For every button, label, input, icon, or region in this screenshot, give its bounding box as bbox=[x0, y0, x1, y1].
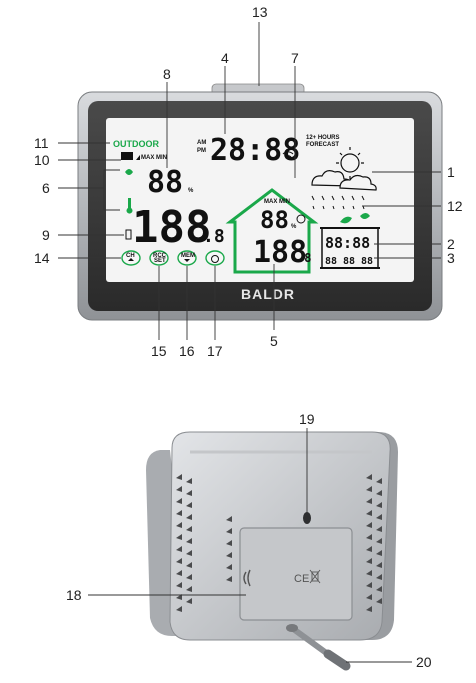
callout-19: 19 bbox=[299, 411, 315, 427]
rcc-label: RCC bbox=[153, 253, 167, 259]
callout-6: 6 bbox=[42, 180, 50, 196]
callout-13: 13 bbox=[252, 4, 268, 20]
am-label: AM bbox=[197, 140, 206, 146]
indoor-temp-value: 188 bbox=[253, 235, 307, 270]
front-view: OUTDOOR MAX MIN 88 % 188 .8 AM PM 28:88 … bbox=[77, 83, 443, 321]
channel-icon bbox=[121, 152, 133, 160]
indoor-humidity-value: 88 bbox=[260, 206, 289, 234]
ch-button-label: CH bbox=[126, 253, 135, 259]
callouts: 13 4 8 7 1 11 10 6 9 14 12 2 3 15 16 17 … bbox=[34, 4, 463, 670]
callout-2: 2 bbox=[447, 236, 455, 252]
callout-15: 15 bbox=[151, 343, 167, 359]
callout-16: 16 bbox=[179, 343, 195, 359]
callout-4: 4 bbox=[221, 50, 229, 66]
humidity-icon bbox=[125, 169, 133, 175]
alarm-button[interactable] bbox=[205, 250, 225, 266]
stand-hinge bbox=[286, 624, 298, 632]
battery-door-latch[interactable] bbox=[243, 569, 251, 587]
callout-5: 5 bbox=[270, 333, 278, 349]
callout-9: 9 bbox=[42, 227, 50, 243]
callout-17: 17 bbox=[207, 343, 223, 359]
callout-11: 11 bbox=[34, 135, 49, 151]
weather-forecast-icon bbox=[311, 147, 377, 210]
rcc-set-button[interactable]: RCC SET bbox=[149, 250, 169, 266]
right-vents bbox=[366, 474, 382, 612]
outdoor-humidity-value: 88 bbox=[147, 165, 183, 200]
indoor-humidity-unit: % bbox=[291, 224, 297, 230]
radio-signal-icon bbox=[282, 151, 294, 158]
hanging-hole bbox=[303, 512, 311, 524]
thermometer-icon bbox=[126, 198, 133, 214]
house-outline bbox=[225, 188, 319, 274]
leader-lines bbox=[58, 22, 441, 663]
date-box-bracket bbox=[320, 227, 380, 269]
time-display: 28:88 bbox=[210, 133, 300, 168]
left-vents bbox=[176, 474, 232, 612]
outdoor-label: OUTDOOR bbox=[113, 139, 159, 149]
date-small-2: 88 bbox=[343, 256, 355, 267]
mem-button-label: MEM bbox=[181, 253, 195, 259]
date-small-1: 88 bbox=[325, 256, 337, 267]
callout-1: 1 bbox=[447, 164, 455, 180]
forecast-label-1: 12+ HOURS bbox=[306, 135, 340, 141]
outdoor-temp-decimal: .8 bbox=[203, 226, 225, 247]
callout-10: 10 bbox=[34, 152, 50, 168]
mem-button[interactable]: MEM bbox=[177, 250, 197, 266]
battery-door[interactable] bbox=[239, 527, 353, 621]
callout-3: 3 bbox=[447, 250, 455, 266]
stand-foot[interactable] bbox=[323, 649, 351, 671]
indoor-max-min-label: MAX MIN bbox=[264, 199, 290, 205]
comfort-face-icon bbox=[296, 214, 306, 224]
brand-logo: BALDR bbox=[241, 286, 295, 302]
battery-icon bbox=[125, 229, 132, 240]
callout-18: 18 bbox=[66, 587, 82, 603]
signal-icon bbox=[136, 155, 140, 160]
back-view: CE bbox=[146, 431, 398, 671]
ch-button[interactable]: CH bbox=[121, 250, 141, 266]
callout-8: 8 bbox=[163, 66, 171, 82]
date-display: 88:88 bbox=[325, 234, 370, 252]
set-label: SET bbox=[154, 258, 166, 264]
callout-12: 12 bbox=[447, 198, 463, 214]
outdoor-temp-value: 188 bbox=[132, 202, 211, 253]
ce-mark: CE bbox=[294, 573, 309, 585]
leaf-icons bbox=[340, 213, 370, 224]
indoor-temp-decimal: .8 bbox=[297, 251, 311, 265]
callout-14: 14 bbox=[34, 250, 50, 266]
weee-bin-icon bbox=[309, 569, 321, 584]
forecast-label-2: FORECAST bbox=[306, 142, 339, 148]
callout-20: 20 bbox=[416, 654, 432, 670]
callout-7: 7 bbox=[291, 50, 299, 66]
pm-label: PM bbox=[197, 148, 206, 154]
max-min-label: MAX MIN bbox=[141, 155, 167, 161]
alarm-clock-icon bbox=[211, 255, 219, 263]
outdoor-humidity-unit: % bbox=[188, 188, 194, 194]
date-small-3: 88 bbox=[361, 256, 373, 267]
